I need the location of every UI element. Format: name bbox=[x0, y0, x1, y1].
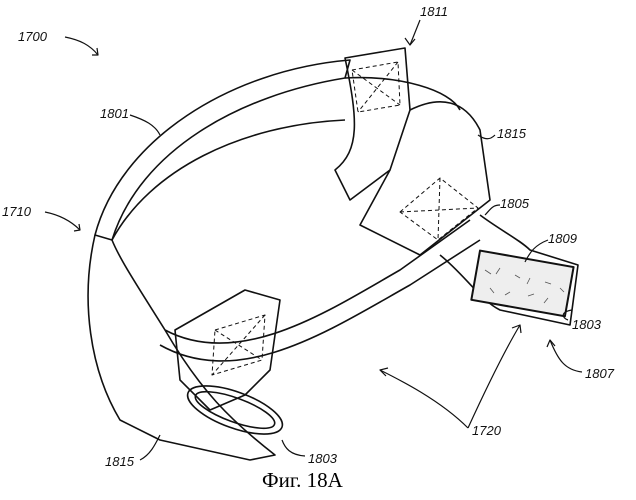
label-1815-top: 1815 bbox=[497, 127, 526, 140]
label-1801: 1801 bbox=[100, 107, 129, 120]
label-1700: 1700 bbox=[18, 30, 47, 43]
strap-1815-dashes bbox=[400, 178, 478, 240]
belt-inner-strap bbox=[160, 220, 480, 361]
tab-1811-dashes bbox=[352, 62, 400, 112]
label-1809: 1809 bbox=[548, 232, 577, 245]
figure-caption: Фиг. 18A bbox=[262, 468, 343, 493]
label-1720: 1720 bbox=[472, 424, 501, 437]
pad-1809 bbox=[471, 251, 573, 317]
label-1807: 1807 bbox=[585, 367, 614, 380]
label-1805: 1805 bbox=[500, 197, 529, 210]
label-1803-right: 1803 bbox=[572, 318, 601, 331]
label-1811: 1811 bbox=[420, 5, 448, 18]
label-1710: 1710 bbox=[2, 205, 31, 218]
buckle-ring-inner bbox=[191, 384, 278, 435]
label-1803-bottom: 1803 bbox=[308, 452, 337, 465]
front-loop bbox=[175, 290, 280, 410]
buckle-ring bbox=[182, 376, 288, 444]
front-loop-dashes bbox=[212, 315, 265, 375]
leader-lines bbox=[45, 20, 582, 460]
label-1815-bottom: 1815 bbox=[105, 455, 134, 468]
belt-outer-band bbox=[95, 60, 350, 240]
